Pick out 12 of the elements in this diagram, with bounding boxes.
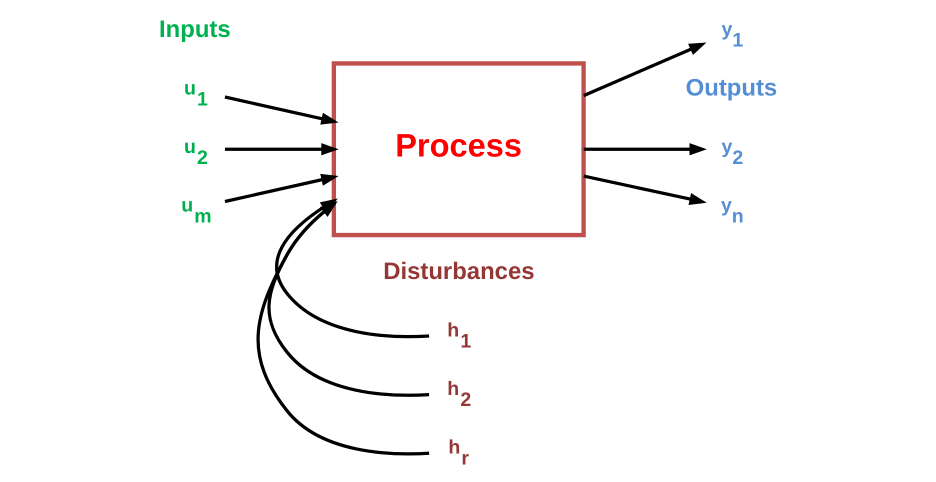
arrow	[224, 95, 338, 125]
node-box: Process	[331, 61, 586, 238]
arrow	[224, 143, 338, 156]
arrow	[266, 201, 429, 397]
arrow	[224, 174, 338, 204]
label: Inputs	[158, 16, 230, 43]
arrow	[256, 201, 429, 456]
label: Outputs	[685, 74, 777, 102]
arrow	[583, 143, 706, 156]
label: Disturbances	[382, 258, 534, 286]
arrow	[582, 174, 706, 205]
arrow	[582, 42, 706, 98]
